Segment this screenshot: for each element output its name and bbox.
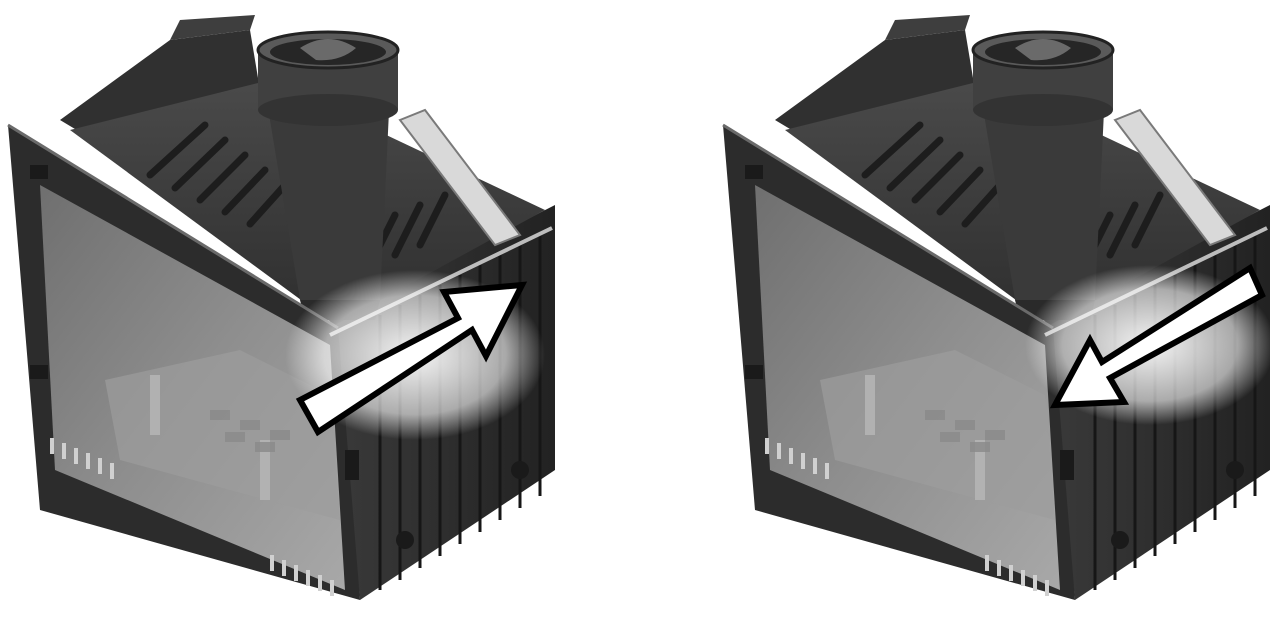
arrow-left-icon (1049, 263, 1266, 409)
arrow-right-icon (295, 281, 528, 437)
